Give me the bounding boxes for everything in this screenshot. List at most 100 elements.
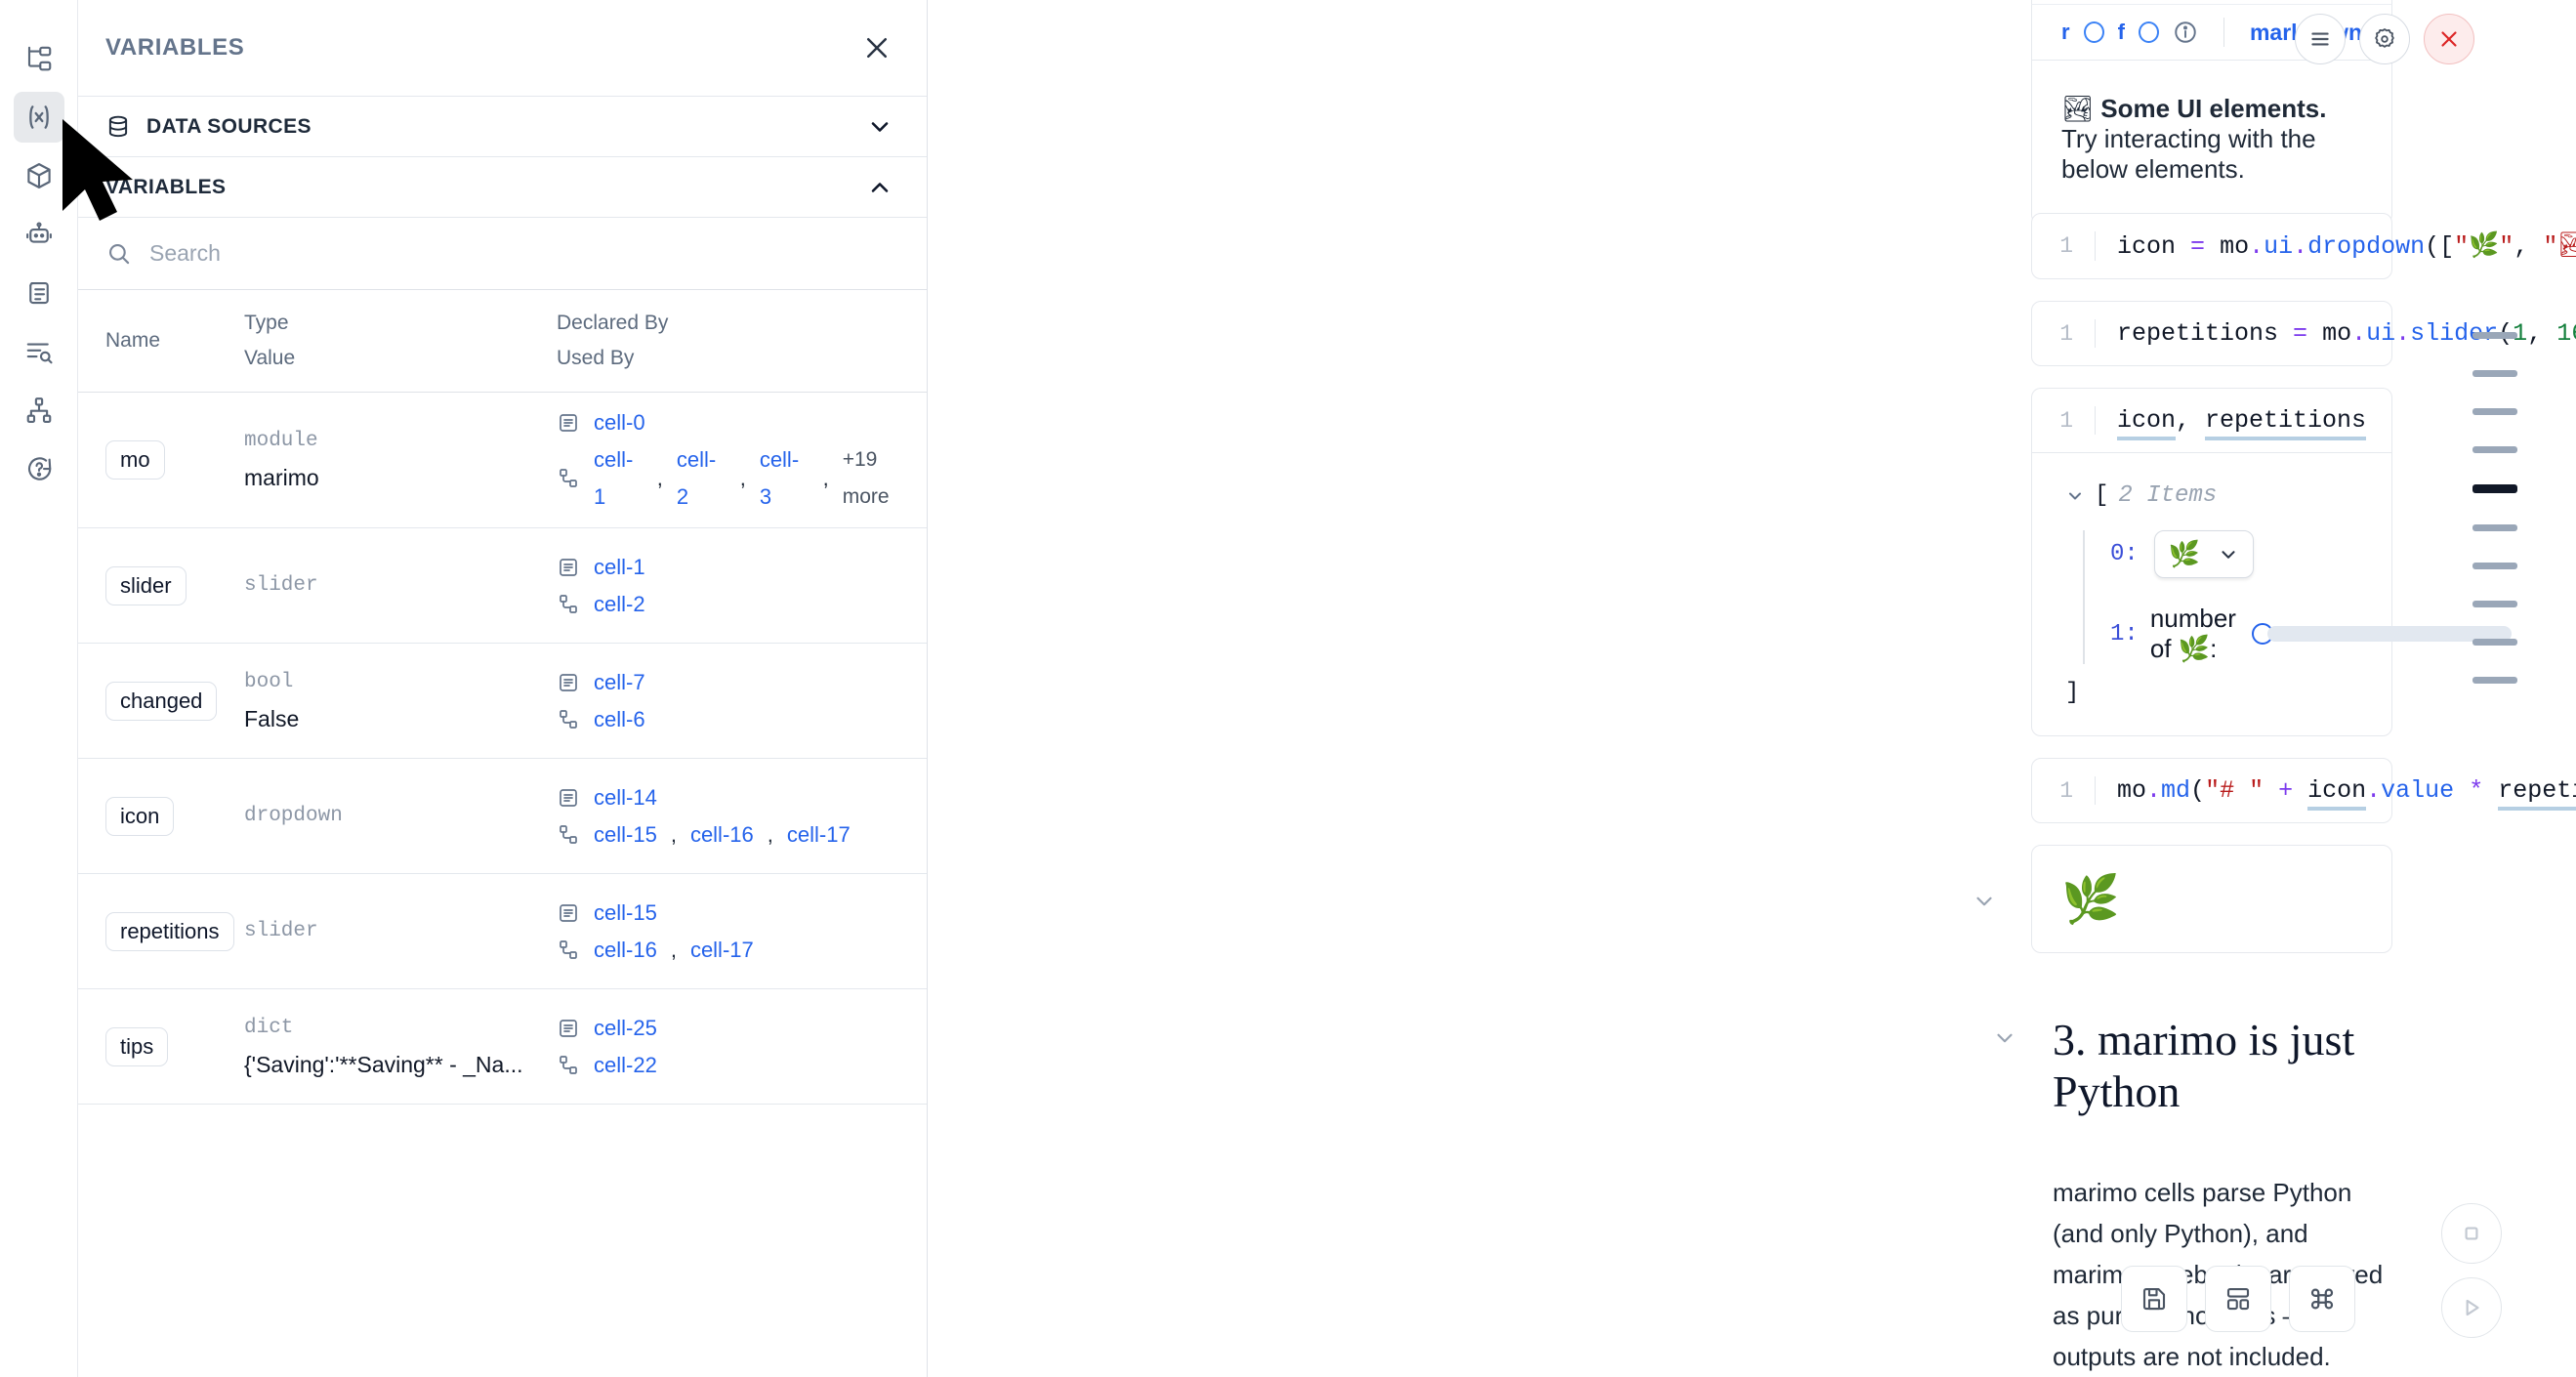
minimap[interactable] <box>2472 332 2531 715</box>
toolbar-f-toggle[interactable] <box>2138 21 2160 43</box>
toolbar-r-toggle[interactable] <box>2083 21 2104 43</box>
cell-link[interactable]: cell-1 <box>594 554 645 579</box>
cell-link[interactable]: cell-2 <box>676 447 717 509</box>
minimap-cell-marker[interactable] <box>2472 677 2517 684</box>
robot-icon[interactable] <box>14 209 64 260</box>
collapse-chevron-icon[interactable] <box>1992 1025 2017 1051</box>
list-entry-0: 0:🌿 <box>2110 530 2358 578</box>
minimap-cell-marker[interactable] <box>2472 408 2517 415</box>
markdown-code-cell[interactable]: 1mo.md("# " + icon.value * repetitions.v… <box>1976 758 2576 953</box>
toolbar-r-label[interactable]: r <box>2061 20 2070 44</box>
cell-link[interactable]: cell-16 <box>689 821 754 847</box>
section-variables[interactable]: VARIABLES <box>78 156 927 217</box>
code-token: md <box>2161 776 2191 805</box>
variable-name-chip[interactable]: changed <box>105 681 218 721</box>
minimap-cell-marker[interactable] <box>2472 639 2517 646</box>
minimap-cell-marker[interactable] <box>2472 332 2517 339</box>
menu-icon[interactable] <box>2295 14 2346 64</box>
code-editor-line[interactable]: 1mo.md("# " + icon.value * repetitions.v… <box>2032 759 2576 822</box>
code-token: repetitions <box>2117 319 2279 348</box>
scratchpad-icon[interactable] <box>14 268 64 318</box>
minimap-cell-marker[interactable] <box>2472 484 2517 493</box>
cell-link[interactable]: cell-1 <box>594 447 634 509</box>
cell-link[interactable]: cell-6 <box>594 706 645 731</box>
cell-link[interactable]: cell-15 <box>594 899 657 925</box>
cell-link[interactable]: cell-7 <box>594 669 645 694</box>
cell-code-region[interactable]: 1mo.md("# " + icon.value * repetitions.v… <box>2031 758 2576 823</box>
variable-name-chip[interactable]: icon <box>105 796 175 836</box>
chevron-down-icon[interactable] <box>2065 486 2085 506</box>
close-cell-icon[interactable] <box>2424 14 2474 64</box>
json-list-header[interactable]: [2 Items <box>2065 482 2358 509</box>
markdown-output: 🏞 Some UI elements. Try interacting with… <box>2031 61 2392 225</box>
variable-name-chip[interactable]: tips <box>105 1026 169 1066</box>
slider-track[interactable] <box>2266 626 2512 642</box>
chevron-down-icon[interactable] <box>866 113 893 141</box>
minimap-cell-marker[interactable] <box>2472 601 2517 607</box>
minimap-cell-marker[interactable] <box>2472 563 2517 569</box>
variable-name-chip[interactable]: repetitions <box>105 911 234 951</box>
column-header-declared-by: Declared By <box>557 312 669 334</box>
code-token: ( <box>2190 776 2206 805</box>
gear-icon[interactable] <box>2359 14 2410 64</box>
chevron-up-icon[interactable] <box>866 174 893 201</box>
cell-link[interactable]: cell-17 <box>786 821 851 847</box>
minimap-cell-marker[interactable] <box>2472 370 2517 377</box>
variables-icon[interactable] <box>13 92 64 143</box>
package-icon[interactable] <box>14 150 64 201</box>
toolbar-f-label[interactable]: f <box>2117 20 2125 44</box>
cell-link[interactable]: cell-0 <box>594 410 645 435</box>
dependency-graph-icon[interactable] <box>14 385 64 436</box>
cell-code-preview[interactable]: 1 """🏞 Some UI elements.""" Try interact… <box>2031 0 2392 4</box>
save-icon[interactable] <box>2121 1266 2187 1332</box>
cell-link[interactable]: cell-25 <box>594 1015 657 1040</box>
variable-name-chip[interactable]: mo <box>105 440 165 480</box>
layout-icon[interactable] <box>2205 1266 2271 1332</box>
dropdown-widget[interactable]: 🌿 <box>2153 530 2255 578</box>
outline-search-icon[interactable] <box>14 326 64 377</box>
cell-link[interactable]: cell-15 <box>594 821 657 847</box>
file-tree-icon[interactable] <box>14 33 64 84</box>
command-icon[interactable] <box>2289 1266 2355 1332</box>
slider-widget[interactable] <box>2251 623 2512 645</box>
line-number: 1 <box>2059 407 2073 434</box>
help-icon[interactable] <box>14 443 64 494</box>
code-token <box>2278 319 2293 348</box>
cell-link[interactable]: cell-14 <box>594 784 657 810</box>
info-icon[interactable] <box>2173 20 2198 45</box>
collapse-chevron-icon[interactable] <box>1972 889 1997 914</box>
cell-link[interactable]: cell-2 <box>594 591 645 616</box>
markdown-cell-top: 1 """🏞 Some UI elements.""" Try interact… <box>2031 0 2392 225</box>
search-input[interactable] <box>149 240 899 267</box>
section-data-sources[interactable]: DATA SOURCES <box>78 96 927 156</box>
separator: , <box>670 937 677 962</box>
close-icon[interactable] <box>860 31 893 64</box>
cell-link[interactable]: cell-17 <box>689 937 754 962</box>
run-icon[interactable] <box>2441 1277 2502 1338</box>
minimap-cell-marker[interactable] <box>2472 524 2517 531</box>
more-count[interactable]: +19 more <box>842 448 890 508</box>
cell-link[interactable]: cell-22 <box>594 1052 657 1077</box>
cell-link[interactable]: cell-16 <box>594 937 657 962</box>
variable-name-chip[interactable]: slider <box>105 565 187 605</box>
stop-icon[interactable] <box>2441 1203 2502 1264</box>
minimap-cell-marker[interactable] <box>2472 446 2517 453</box>
code-token: . <box>2366 776 2382 805</box>
separator: , <box>822 466 829 490</box>
code-token: "# " <box>2205 776 2264 805</box>
code-token: ui <box>2366 319 2396 348</box>
cell-link[interactable]: cell-3 <box>759 447 800 509</box>
